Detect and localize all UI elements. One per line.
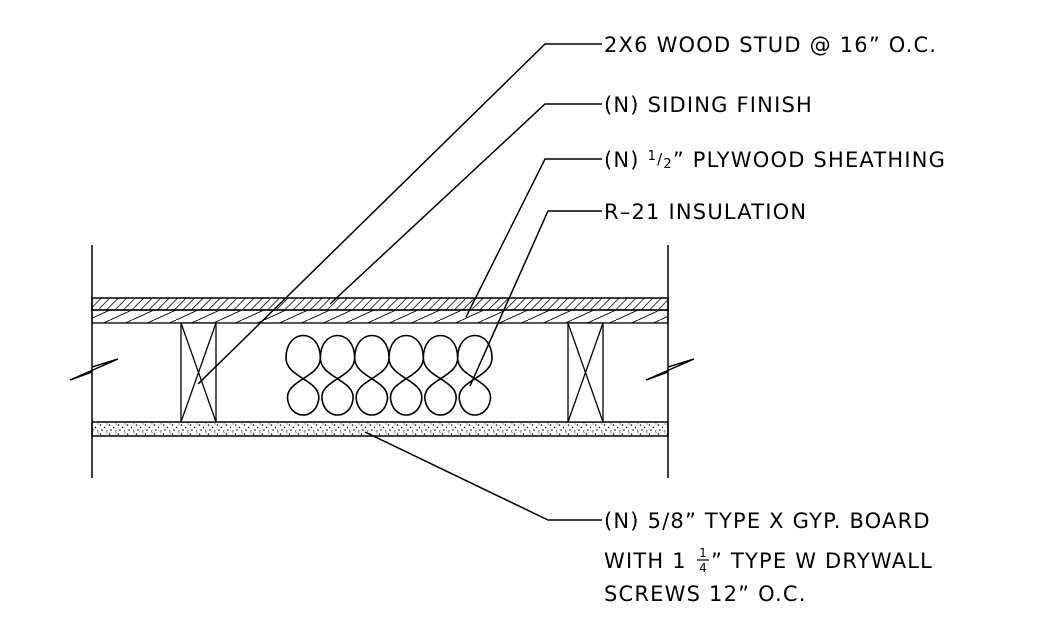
gyp-line2-stacked-fraction: 1 4 — [697, 546, 709, 575]
label-gyp-board-line-3: SCREWS 12” O.C. — [604, 582, 807, 606]
gypsum-board-layer — [91, 421, 669, 437]
label-gyp-board-line-2-suffix: ” TYPE W DRYWALL — [711, 549, 933, 573]
label-insulation: R–21 INSULATION — [604, 200, 807, 224]
label-plywood-sheathing: (N) 1/2” PLYWOOD SHEATHING — [604, 148, 946, 172]
sheathing-prefix: (N) — [604, 148, 648, 172]
leader-gyp-board — [364, 431, 602, 521]
sheathing-fraction-denominator: 2 — [663, 157, 672, 172]
leader-siding — [329, 103, 602, 305]
leader-insulation — [469, 210, 602, 387]
label-gyp-board-line-1: (N) 5/8” TYPE X GYP. BOARD — [604, 509, 931, 533]
gyp-line2-prefix: WITH 1 — [604, 549, 687, 573]
sheathing-suffix: ” PLYWOOD SHEATHING — [673, 148, 946, 172]
batt-insulation-symbol — [285, 334, 493, 416]
sheathing-fraction-numerator: 1 — [648, 149, 657, 164]
leader-sheathing — [465, 158, 602, 318]
gyp-fraction-denominator: 4 — [699, 561, 707, 575]
insulation-loops — [285, 334, 493, 416]
label-gyp-board-line-2: WITH 1 — [604, 549, 687, 573]
label-wood-stud: 2X6 WOOD STUD @ 16” O.C. — [604, 33, 937, 57]
wall-right-edge — [645, 245, 695, 478]
wall-left-edge — [69, 245, 119, 478]
siding-finish-layer — [91, 297, 669, 311]
label-siding-finish: (N) SIDING FINISH — [604, 93, 813, 117]
sheathing-fraction-slash: / — [657, 150, 663, 168]
gyp-fraction-numerator: 1 — [699, 546, 707, 560]
leader-stud — [197, 43, 602, 385]
plywood-sheathing-layer — [91, 309, 669, 324]
leader-lines — [197, 43, 602, 521]
wood-stud-right — [567, 322, 604, 423]
